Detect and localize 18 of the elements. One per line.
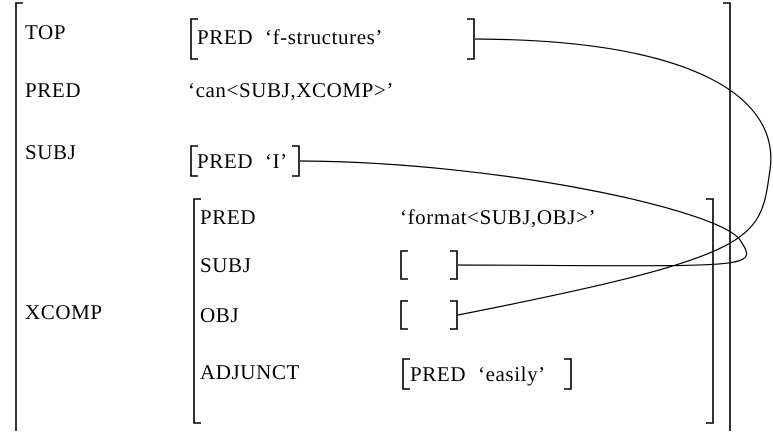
attribute-value: ‘format<SUBJ,OBJ>’ [400,205,596,229]
attribute-name: PRED [197,149,254,173]
connector-line [458,38,772,316]
attribute-name: PRED [200,205,256,229]
attribute-name: XCOMP [25,300,103,324]
attribute-name: PRED [25,78,82,102]
attribute-name: ADJUNCT [200,360,300,384]
attribute-name: PRED [197,25,254,49]
attribute-name: SUBJ [200,253,252,277]
attribute-value: OBJ [200,303,240,327]
attribute-value: ‘f-structures’ [265,25,384,49]
connector-line [300,160,746,266]
attribute-name: TOP [25,20,66,44]
attribute-value: ‘can<SUBJ,XCOMP>’ [188,78,394,102]
attribute-value: ‘I’ [265,149,288,173]
attribute-value: ‘easily’ [478,362,546,386]
attribute-name: PRED [410,362,466,386]
attribute-name: SUBJ [25,140,76,164]
